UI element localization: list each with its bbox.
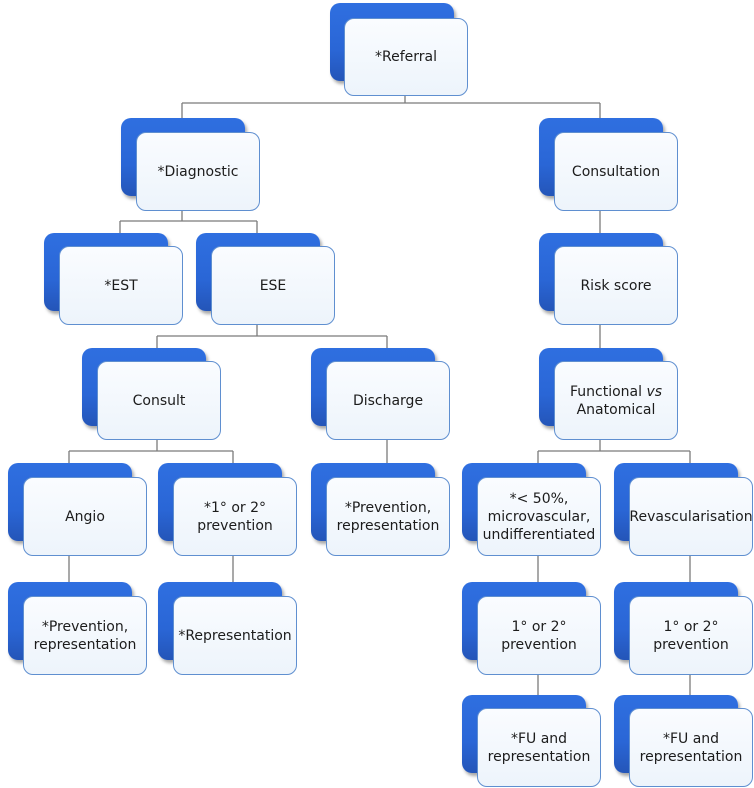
node-label: *< 50%, microvascular, undifferentiated [482, 490, 596, 543]
connector-functional [537, 440, 691, 476]
node-lt50-microvascular: *< 50%, microvascular, undifferentiated [462, 463, 602, 556]
node-revasc-prevention: 1° or 2° prevention [614, 582, 754, 675]
node-prevention-1-or-2-left: *1° or 2° prevention [158, 463, 298, 556]
node-label: *Prevention, representation [336, 499, 440, 534]
node-label: Risk score [580, 277, 652, 294]
node-consult: Consult [82, 348, 222, 440]
node-representation: *Representation [158, 582, 298, 675]
node-label: *FU and representation [487, 730, 591, 765]
node-lt50-fu: *FU and representation [462, 695, 602, 787]
node-lt50-prevention: 1° or 2° prevention [462, 582, 602, 675]
node-label: Functional vs Anatomical [569, 383, 663, 418]
node-label: *EST [104, 277, 138, 294]
node-label: Angio [65, 508, 105, 525]
node-angio-prevention: *Prevention, representation [8, 582, 148, 675]
node-functional-vs-anatomical: Functional vs Anatomical [539, 348, 679, 440]
node-discharge-prevention: *Prevention, representation [311, 463, 451, 556]
connector-referral [181, 95, 601, 130]
node-diagnostic: *Diagnostic [121, 118, 261, 211]
node-label: *Representation [178, 627, 292, 644]
connector-diagnostic [119, 211, 258, 245]
node-angio: Angio [8, 463, 148, 556]
node-revascularisation: Revascularisation [614, 463, 754, 556]
node-label: *Referral [375, 49, 437, 65]
node-est: *EST [44, 233, 184, 325]
node-label: Consult [132, 392, 186, 409]
connector-ese [156, 325, 388, 360]
node-discharge: Discharge [311, 348, 451, 440]
node-label: *Prevention, representation [33, 618, 137, 653]
node-label: 1° or 2° prevention [653, 618, 729, 653]
node-label: Revascularisation [629, 508, 753, 525]
node-label: Discharge [352, 392, 424, 409]
node-label: *Diagnostic [157, 163, 239, 180]
node-label: *1° or 2° prevention [197, 499, 273, 534]
connector-consult [68, 440, 234, 476]
node-consultation: Consultation [539, 118, 679, 211]
node-revasc-fu: *FU and representation [614, 695, 754, 787]
node-label: Consultation [571, 163, 661, 180]
node-label: ESE [259, 277, 287, 294]
node-referral: *Referral [330, 3, 468, 96]
node-label: 1° or 2° prevention [501, 618, 577, 653]
node-risk-score: Risk score [539, 233, 679, 325]
node-ese: ESE [196, 233, 336, 325]
node-label: *FU and representation [639, 730, 743, 765]
